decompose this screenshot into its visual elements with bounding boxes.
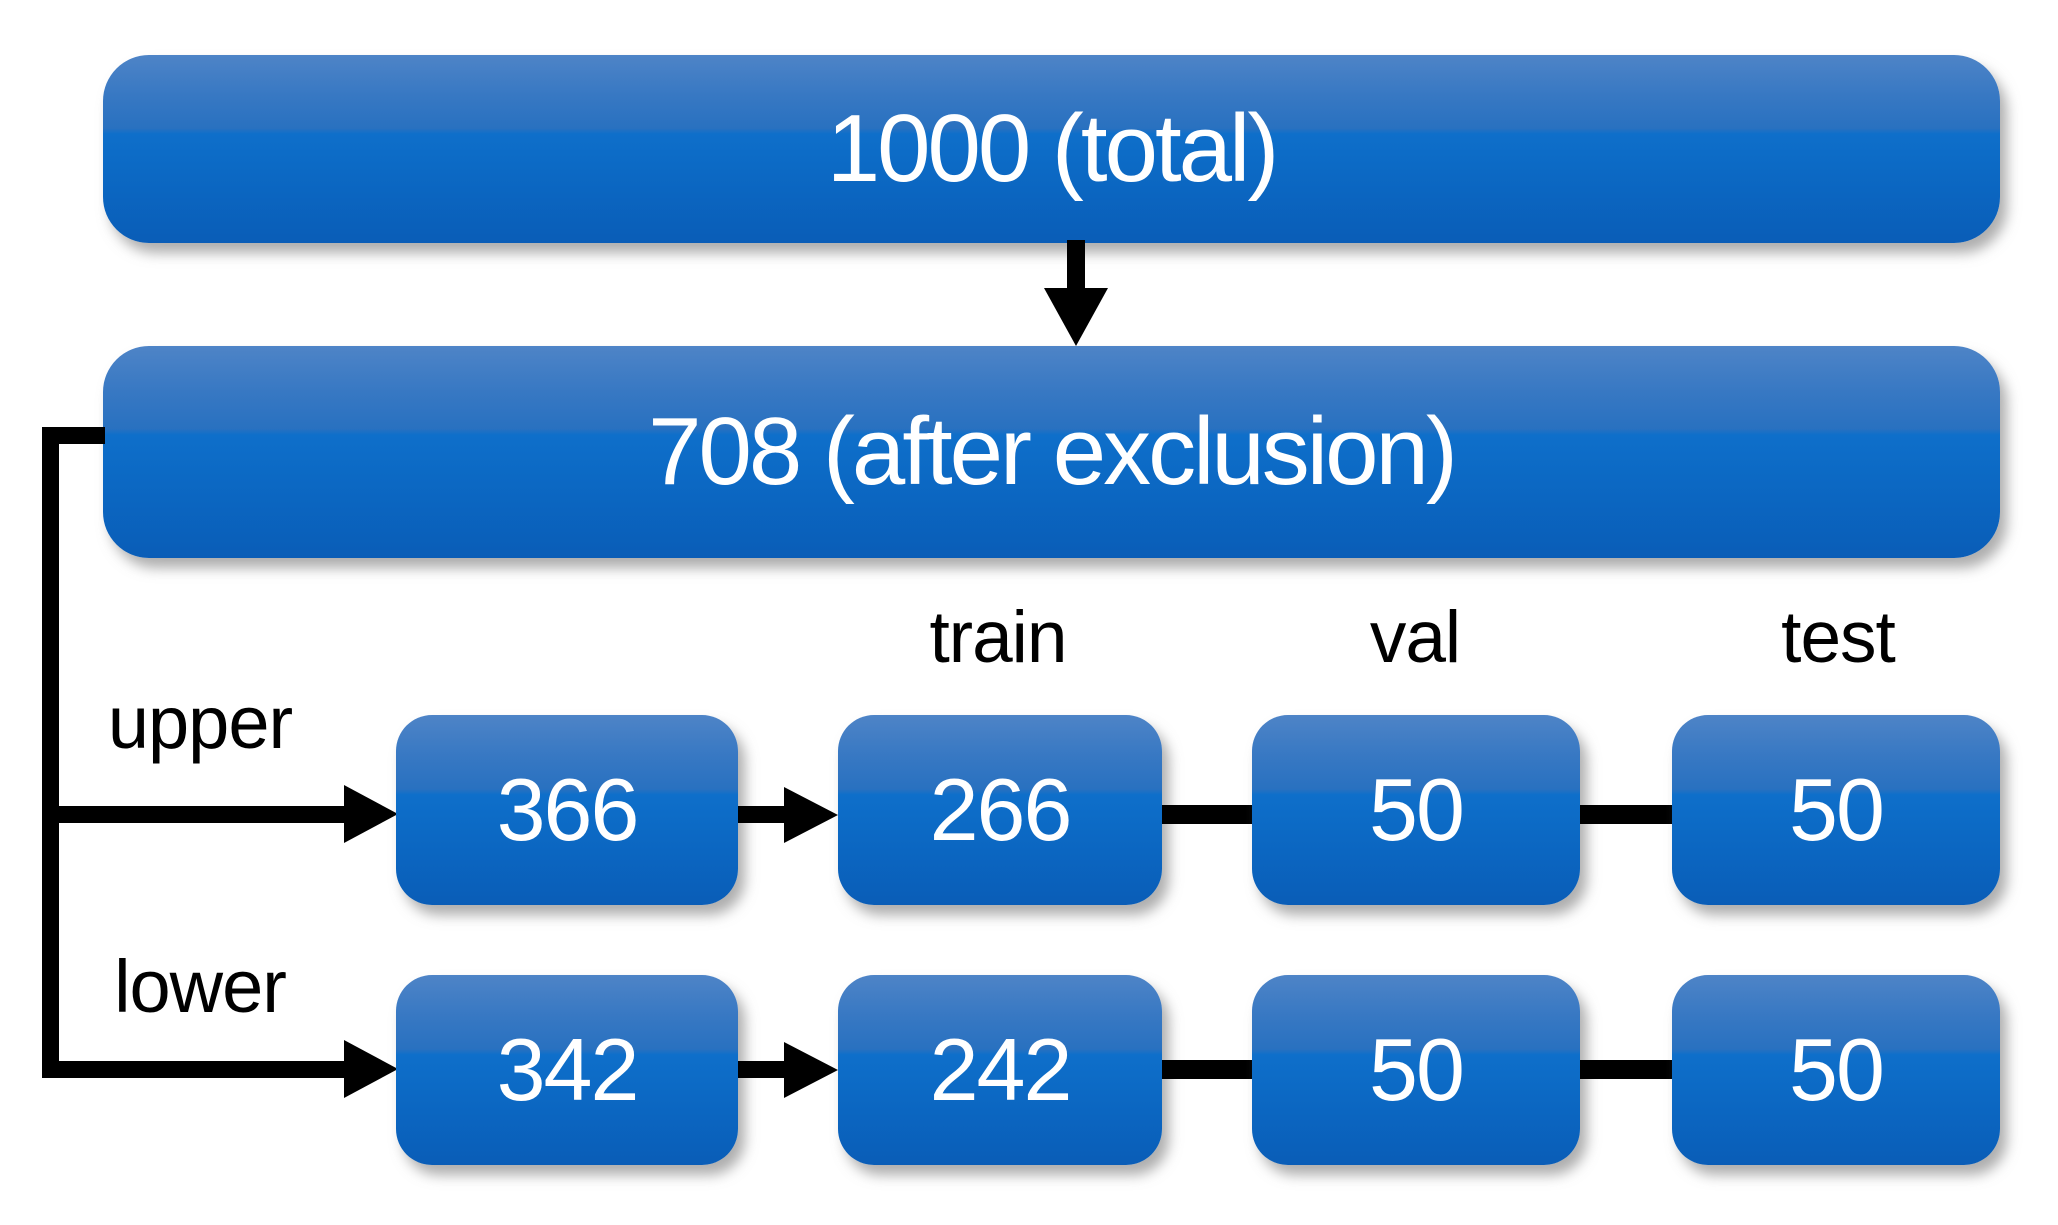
lower-branch-arrow-shaft [42,1061,344,1078]
flow-node-total: 1000 (total) [103,55,2000,243]
node-upper-split-value: 366 [496,760,640,859]
upper-split-arrow-icon [784,787,838,843]
column-header-val: val [1369,597,1461,678]
column-header-test: test [1781,597,1896,678]
node-lower-test: 50 [1672,975,2000,1165]
node-lower-train: 242 [838,975,1162,1165]
node-upper-split: 366 [396,715,738,905]
lower-split-arrow-shaft [738,1061,790,1078]
node-upper-test: 50 [1672,715,2000,905]
down-arrow-icon [1044,288,1108,346]
upper-split-arrow-shaft [738,806,790,823]
upper-branch-arrow-icon [344,785,398,843]
flow-node-after-exclusion-label: 708 (after exclusion) [648,398,1458,505]
node-upper-val: 50 [1252,715,1580,905]
node-lower-train-value: 242 [929,1020,1073,1119]
lower-val-test-connector [1580,1060,1672,1079]
down-arrow-shaft [1067,240,1085,290]
row-label-upper: upper [107,681,293,764]
node-lower-split-value: 342 [496,1020,640,1119]
upper-val-test-connector [1580,805,1672,824]
lower-train-val-connector [1162,1060,1252,1079]
lower-split-arrow-icon [784,1042,838,1098]
upper-branch-arrow-shaft [42,806,344,823]
upper-train-val-connector [1162,805,1252,824]
node-upper-train: 266 [838,715,1162,905]
flow-node-total-label: 1000 (total) [826,95,1280,202]
column-header-train: train [929,597,1067,678]
lower-branch-arrow-icon [344,1040,398,1098]
node-upper-test-value: 50 [1789,760,1885,859]
node-lower-val-value: 50 [1369,1020,1465,1119]
bracket-vertical-line [42,427,59,1078]
row-label-lower: lower [114,945,287,1028]
node-upper-train-value: 266 [929,760,1073,859]
node-lower-val: 50 [1252,975,1580,1165]
node-upper-val-value: 50 [1369,760,1465,859]
flow-node-after-exclusion: 708 (after exclusion) [103,346,2000,558]
node-lower-split: 342 [396,975,738,1165]
node-lower-test-value: 50 [1789,1020,1885,1119]
